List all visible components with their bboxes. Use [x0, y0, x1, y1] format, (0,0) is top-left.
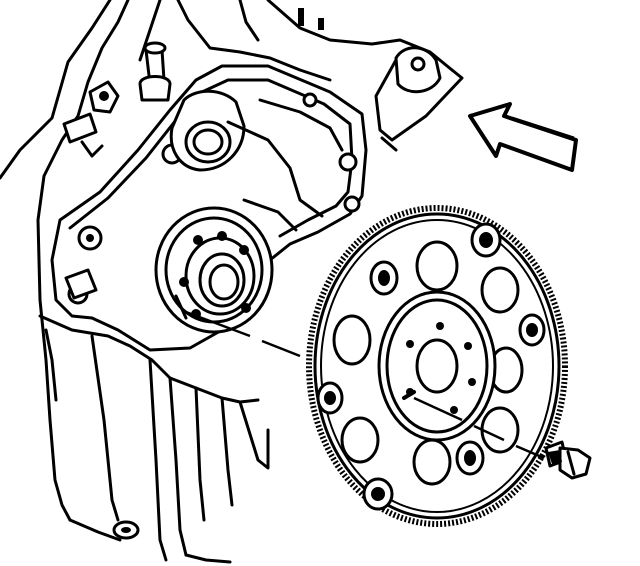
flywheel-center-hub	[377, 290, 497, 442]
flywheel-lightening-holes	[332, 240, 524, 486]
flange-bolt-holes	[179, 231, 251, 319]
flywheel	[306, 205, 568, 527]
view-direction-arrow-icon	[468, 102, 578, 172]
alignment-line-bolt	[413, 396, 545, 460]
oil-pan-drain-plug	[112, 520, 140, 540]
flywheel-bolt	[544, 440, 592, 480]
crankshaft-rear-flange	[154, 206, 274, 334]
flywheel-bolt-bosses	[316, 222, 546, 511]
plate-bolt-bosses	[67, 92, 361, 305]
